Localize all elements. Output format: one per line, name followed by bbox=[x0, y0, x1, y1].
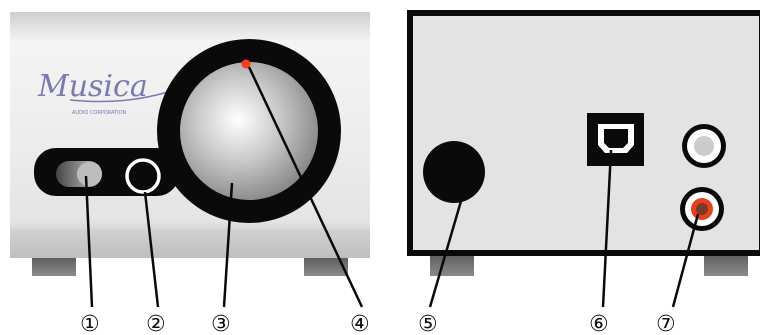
callout-numbers: ① ② ③ ④ ⑤ ⑥ ⑦ bbox=[80, 312, 676, 335]
callout-4: ④ bbox=[350, 312, 370, 335]
front-view: Musica AUDIO CORPORATION bbox=[10, 12, 370, 276]
callout-5: ⑤ bbox=[418, 312, 438, 335]
volume-knob[interactable] bbox=[180, 62, 318, 200]
usb-b-port[interactable] bbox=[587, 113, 644, 166]
callout-6: ⑥ bbox=[589, 312, 609, 335]
rear-view bbox=[410, 13, 760, 276]
callout-1: ① bbox=[80, 312, 100, 335]
callout-7: ⑦ bbox=[656, 312, 676, 335]
rca-output-red[interactable] bbox=[680, 187, 724, 231]
rca-output-white[interactable] bbox=[682, 124, 726, 168]
front-foot-left bbox=[32, 256, 76, 276]
callout-3: ③ bbox=[211, 312, 231, 335]
brand-logo-subtext: AUDIO CORPORATION bbox=[72, 110, 127, 116]
headphone-jack[interactable] bbox=[127, 160, 159, 192]
callout-2: ② bbox=[146, 312, 166, 335]
dc-power-inlet[interactable] bbox=[423, 141, 485, 203]
